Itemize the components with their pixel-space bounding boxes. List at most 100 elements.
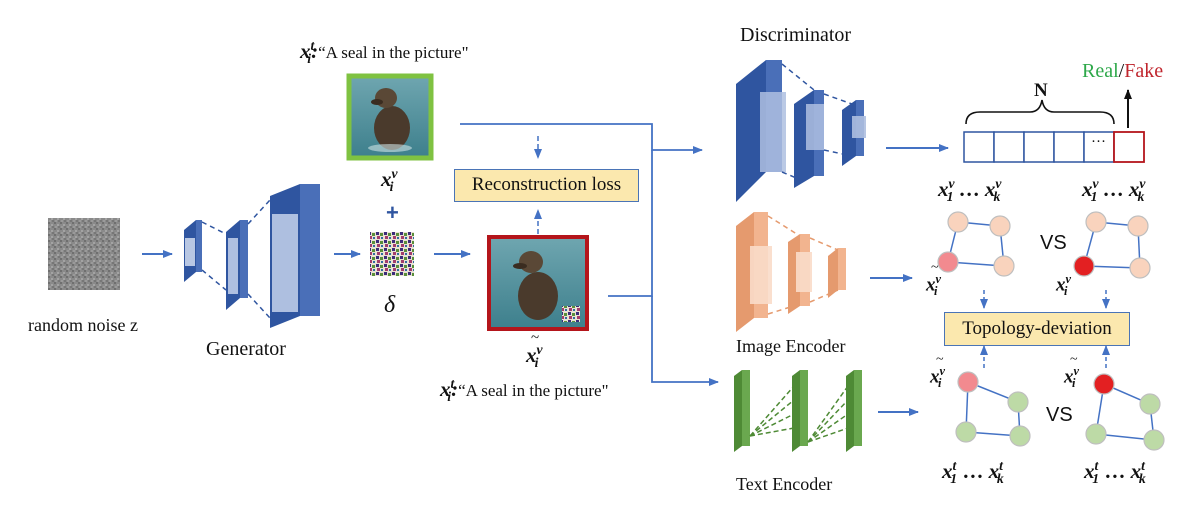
math-x: x [930,366,940,388]
caption-bottom-text: “A seal in the picture" [458,381,609,400]
math-x: x [1128,177,1140,201]
math-x: x [526,343,537,367]
math-dots: … [957,459,989,483]
math-k: k [1138,471,1146,487]
delta-label: δ [384,292,396,318]
math-i: i [389,179,394,195]
math-x: x [988,459,1000,483]
math-x: x [1130,459,1142,483]
real-fake-label: Real/Fake [1082,60,1163,83]
math-x: x [1084,459,1095,483]
math-v: v [1073,364,1079,378]
math-v: v [1139,176,1146,191]
math-i: i [1063,284,1068,299]
math-dots: … [953,177,985,201]
clean-seal-image [346,73,434,161]
math-v: v [995,176,1002,191]
generator-label: Generator [206,338,286,360]
graph-c-tilde: ~ [936,352,944,367]
arrow-to-text-encoder [651,296,719,386]
text-caption-bottom: xti:“A seal in the picture" [440,376,609,405]
vs-label-bottom: VS [1046,404,1073,426]
graph-a-node-label: xvi [926,272,941,299]
graph-text-features-adversarial [955,371,1031,447]
graph-d-tilde: ~ [1070,352,1078,367]
math-x: x [440,377,451,401]
math-colon: : [311,39,319,63]
math-1: 1 [946,189,954,205]
math-k: k [1137,189,1145,205]
topology-deviation-box: Topology-deviation [944,312,1130,346]
math-v: v [935,272,941,286]
math-i: i [447,389,452,405]
caption-top-text: “A seal in the picture" [318,43,469,62]
n-brace [965,99,1115,125]
graph-a-feature-range: xv1 … xvk [938,176,1002,205]
reconstruction-loss-box: Reconstruction loss [454,169,639,202]
math-v: v [391,166,398,181]
text-caption-top: xti:“A seal in the picture" [300,38,469,67]
math-v: v [948,176,955,191]
image-encoder-network [736,212,846,332]
math-i: i [937,376,942,391]
math-i: i [307,51,312,67]
vs-label-top: VS [1040,232,1067,254]
math-t: t [952,458,957,473]
n-label: N [1034,80,1048,101]
real-text: Real [1082,60,1119,82]
adversarial-image-math-label: xvi [526,342,543,371]
delta-perturbation-image [370,232,414,276]
math-x: x [1056,274,1066,296]
math-x: x [381,167,392,191]
math-t: t [1094,458,1099,473]
graph-a-tilde: ~ [931,260,939,275]
math-v: v [536,342,543,357]
random-noise-label: random noise z [28,315,138,335]
math-1: 1 [1090,189,1098,205]
math-k: k [993,189,1001,205]
math-x: x [1082,177,1093,201]
math-dots: … [1099,459,1131,483]
image-encoder-label: Image Encoder [736,336,846,356]
graph-c-feature-range: xt1 … xtk [942,458,1004,487]
discriminator-network [736,60,866,202]
slash-text: / [1118,60,1125,82]
math-i: i [933,284,938,299]
math-colon: : [451,377,459,401]
math-t: t [310,38,315,53]
adv-tilde: ~ [531,330,540,346]
graph-image-features-clean [1073,211,1151,279]
math-v: v [1065,272,1071,286]
text-encoder-network [734,370,862,452]
random-noise-image [48,218,120,290]
math-x: x [938,177,949,201]
graph-d-node-label: xvi [1064,364,1079,391]
math-t: t [450,376,455,391]
math-v: v [939,364,945,378]
math-1: 1 [950,471,958,487]
adversarial-seal-image [487,235,589,331]
math-t: t [1141,458,1145,473]
graph-d-feature-range: xt1 … xtk [1084,458,1146,487]
arrow-clean-to-discriminator [460,123,703,154]
cells-ellipsis: ··· [1091,134,1106,150]
graph-image-features-adversarial [937,211,1015,277]
clean-image-math-label: xvi [381,166,398,195]
plus-sign: + [386,200,399,225]
math-v: v [1092,176,1099,191]
math-1: 1 [1092,471,1100,487]
math-x: x [1064,366,1074,388]
discriminator-output-cells [963,131,1145,163]
fake-text: Fake [1124,60,1164,82]
math-i: i [534,355,539,371]
graph-text-features-clean [1085,373,1165,451]
math-dots: … [1097,177,1129,201]
math-x: x [942,459,953,483]
math-i: i [1071,376,1076,391]
math-x: x [300,39,311,63]
graph-b-node-label: xvi [1056,272,1071,299]
generator-network [184,184,320,328]
graph-c-node-label: xvi [930,364,945,391]
discriminator-label: Discriminator [740,24,852,46]
